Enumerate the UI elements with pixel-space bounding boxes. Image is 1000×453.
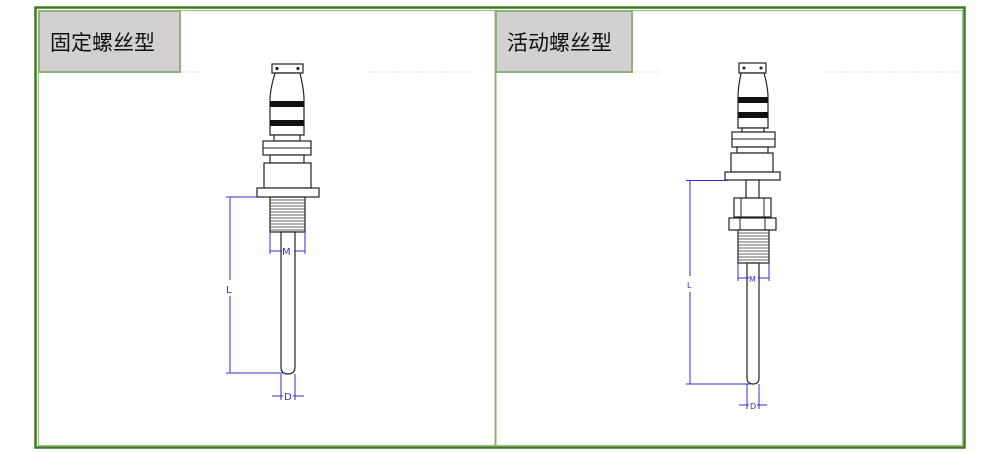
- diameter-dim-label: D: [284, 392, 292, 403]
- length-dim-label: L: [226, 285, 232, 296]
- fixed-thread-sensor-drawing: [256, 63, 320, 375]
- panel-title-movable-thread: 活动螺丝型: [495, 10, 633, 73]
- movable-thread-sensor-drawing: [724, 62, 781, 385]
- panel-title-fixed-thread: 固定螺丝型: [38, 10, 181, 73]
- fixed-thread-dimensions: L M D: [226, 196, 306, 403]
- inner-frame: [37, 9, 964, 447]
- diameter-dim-label: D: [750, 402, 756, 411]
- length-dim-label: L: [687, 281, 692, 290]
- thread-dim-label: M: [282, 247, 291, 258]
- thread-dim-label: M: [749, 275, 756, 284]
- movable-thread-dimensions: L M D: [686, 180, 770, 411]
- outer-frame: [34, 6, 966, 449]
